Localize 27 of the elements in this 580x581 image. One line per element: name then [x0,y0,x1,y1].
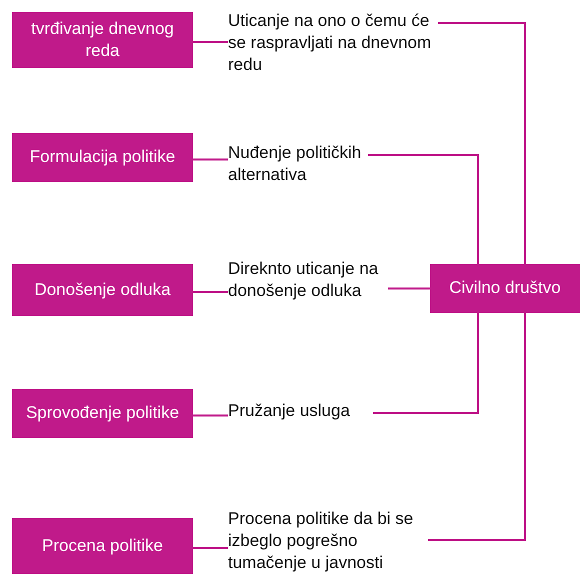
stage-box [12,518,193,574]
box-label: Sprovođenje politike [26,402,180,424]
box-label: Procena politike [42,534,163,557]
stage-box [430,264,580,313]
box-label: Donošenje odluka [34,278,171,301]
connector-line [193,158,228,160]
connector-line [193,291,228,293]
stage-box [12,133,193,182]
connector-line [388,288,430,290]
description-text: Uticanje na ono o čemu će se raspravljati na dnevnom redu [228,11,432,74]
connector-line [193,41,228,43]
stage-box [12,12,193,68]
connector-line [438,22,526,264]
stage-box [12,264,193,316]
connector-line [373,313,479,414]
description-text: Pružanje usluga [228,401,350,420]
box-label: Formulacija politike [30,146,176,168]
box-label: tvrđivanje dnevnog reda [30,18,175,62]
description-text: Nuđenje političkih alternativa [228,143,362,184]
box-label: Civilno društvo [449,277,561,300]
connector-line [428,313,526,541]
connector-line [368,154,479,264]
connector-line [193,414,228,416]
connector-line [193,547,228,549]
description-text: Direknto uticanje na donošenje odluka [228,259,378,300]
description-text: Procena politike da bi se izbeglo pogrešno tumačenje u javnosti [228,509,414,572]
stage-box [12,389,193,438]
